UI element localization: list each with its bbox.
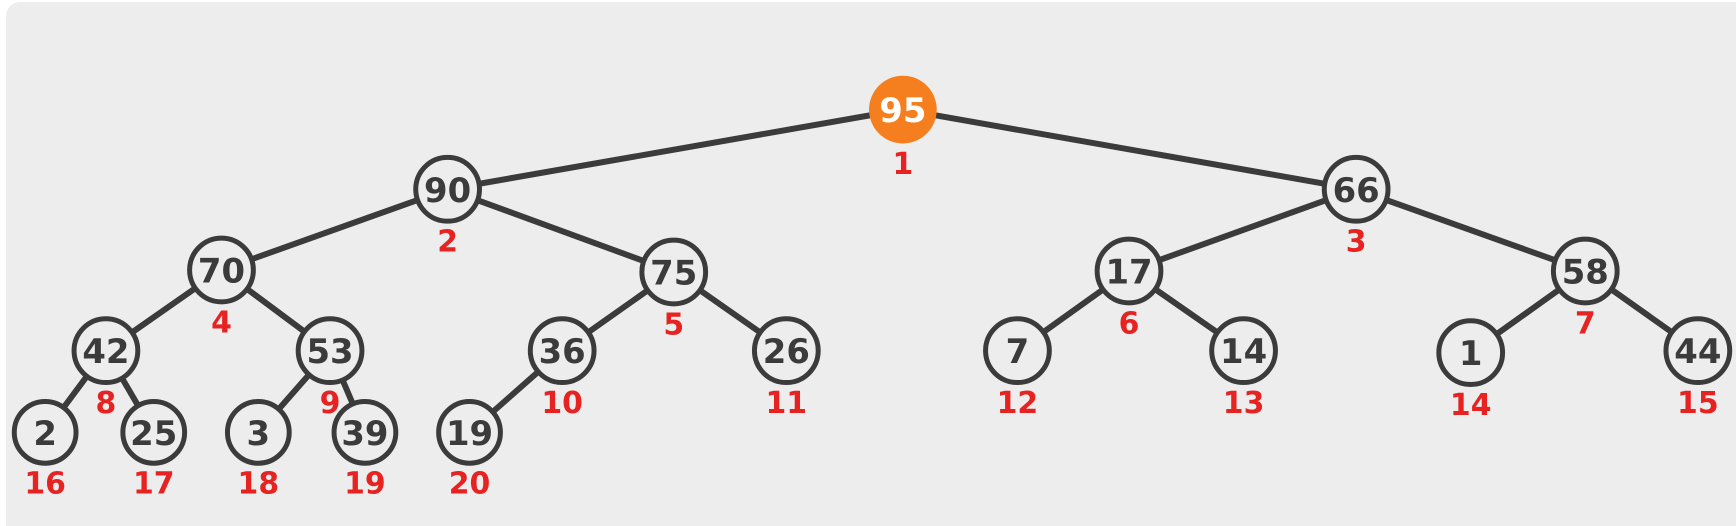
heap-node: 712	[983, 316, 1052, 421]
node-value: 19	[446, 414, 493, 453]
heap-node: 539	[295, 316, 365, 421]
node-value: 44	[1674, 332, 1721, 371]
heap-node: 216	[11, 398, 79, 502]
heap-node: 176	[1094, 236, 1164, 341]
heap-node: 428	[71, 316, 141, 421]
node-index-label: 17	[133, 467, 175, 502]
node-index-label: 7	[1575, 306, 1596, 341]
node-value: 1	[1459, 334, 1483, 373]
heap-node: 587	[1550, 236, 1620, 341]
node-value: 66	[1333, 171, 1380, 210]
heap-node-circle	[1209, 316, 1278, 386]
heap-node-circle	[71, 316, 141, 386]
heap-node: 755	[639, 237, 709, 342]
heap-root-node: 951	[869, 75, 937, 182]
node-value: 3	[247, 414, 271, 453]
tree-nodes-layer: 9519026637047551765874285393610261171214…	[11, 75, 1733, 502]
node-value: 75	[650, 253, 697, 292]
node-index-label: 13	[1223, 386, 1265, 421]
node-index-label: 2	[437, 225, 458, 260]
tree-edges-layer	[42, 106, 1701, 436]
node-index-label: 11	[766, 386, 808, 421]
heap-node-circle	[1094, 236, 1164, 306]
heap-node-circle	[331, 398, 399, 466]
node-value: 53	[307, 332, 354, 371]
heap-node: 704	[187, 235, 256, 340]
tree-edge	[444, 106, 906, 193]
heap-node-circle	[120, 398, 188, 466]
heap-node: 663	[1321, 154, 1391, 260]
heap-node-circle	[224, 398, 292, 466]
node-value: 14	[1220, 332, 1267, 371]
heap-node: 318	[224, 398, 292, 502]
node-value: 42	[82, 332, 129, 371]
heap-node-circle	[295, 316, 365, 386]
heap-node-circle	[1663, 316, 1733, 386]
heap-node-circle	[1550, 236, 1620, 306]
tree-edge	[218, 186, 451, 273]
node-index-label: 12	[997, 386, 1039, 421]
heap-node-circle	[983, 316, 1052, 386]
heap-node-circle	[413, 154, 482, 224]
node-index-label: 14	[1450, 388, 1492, 423]
tree-edge	[899, 106, 1360, 193]
node-value: 17	[1105, 252, 1152, 291]
node-index-label: 16	[24, 467, 66, 502]
node-value: 36	[539, 332, 586, 371]
node-index-label: 4	[211, 305, 232, 340]
heap-node-circle	[1321, 154, 1391, 224]
tree-edge	[444, 186, 677, 275]
tree-edge	[1353, 186, 1589, 274]
node-value: 25	[130, 414, 177, 453]
node-value: 90	[424, 171, 471, 210]
node-index-label: 20	[449, 467, 491, 502]
node-value: 95	[879, 91, 926, 130]
node-index-label: 8	[96, 386, 117, 421]
heap-node-circle	[527, 316, 597, 386]
node-index-label: 15	[1677, 386, 1719, 421]
node-index-label: 1	[892, 147, 913, 182]
heap-node-circle	[639, 237, 709, 307]
heap-node-circle	[187, 235, 256, 305]
node-index-label: 18	[238, 467, 280, 502]
heap-node: 902	[413, 154, 482, 260]
node-index-label: 10	[541, 386, 583, 421]
heap-node-circle	[11, 398, 79, 466]
node-index-label: 6	[1119, 306, 1140, 341]
heap-node-circle	[751, 316, 821, 386]
node-index-label: 3	[1346, 225, 1367, 260]
heap-tree-svg: 9519026637047551765874285393610261171214…	[11, 75, 1733, 502]
node-value: 70	[198, 251, 245, 290]
node-value: 39	[341, 414, 388, 453]
node-index-label: 19	[344, 467, 386, 502]
heap-node-circle	[436, 398, 503, 466]
node-value: 26	[763, 332, 810, 371]
node-value: 58	[1562, 252, 1609, 291]
node-index-label: 9	[320, 386, 341, 421]
heap-node: 114	[1436, 318, 1506, 423]
heap-node-circle	[1436, 318, 1506, 388]
node-index-label: 5	[663, 307, 684, 342]
node-value: 7	[1006, 332, 1030, 371]
tree-edge	[1126, 186, 1360, 274]
heap-root-node-circle	[869, 75, 937, 144]
node-value: 2	[33, 414, 57, 453]
